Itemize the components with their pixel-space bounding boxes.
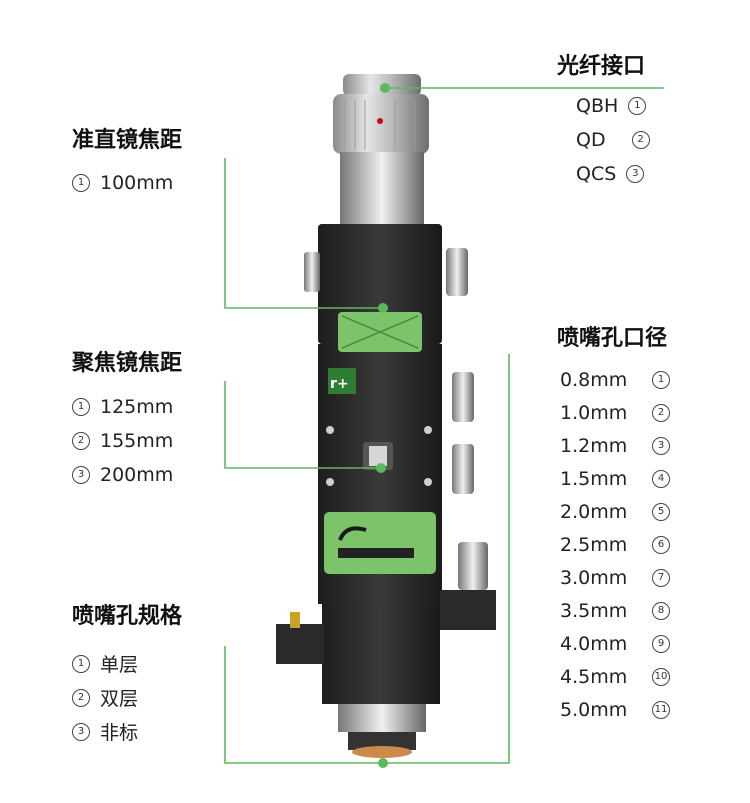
option-number: 10 [652, 668, 670, 686]
option-label: 非标 [100, 722, 139, 744]
leader-lines [224, 87, 664, 764]
nozzle-diameter-option-2: 1.0mm 2 [560, 402, 670, 424]
option-number: 1 [652, 371, 670, 389]
option-number: 3 [72, 722, 90, 741]
option-label: 155mm [100, 430, 174, 452]
option-label: 单层 [100, 654, 139, 676]
option-number: 2 [72, 688, 90, 707]
option-label: 1.0mm [560, 402, 628, 424]
fiber-interface-title: 光纤接口 [557, 54, 646, 79]
option-number: 2 [72, 432, 90, 450]
option-label: QD [576, 129, 606, 151]
nozzle-diameter-option-7: 3.0mm 7 [560, 567, 670, 589]
nozzle-diameter-option-10: 4.5mm 10 [560, 666, 670, 688]
collimator-option-1: 1 100mm [72, 172, 173, 194]
option-label: 100mm [100, 172, 174, 194]
nozzle-diameter-option-4: 1.5mm 4 [560, 468, 670, 490]
nozzle-diameter-option-11: 5.0mm 11 [560, 699, 670, 721]
svg-text:r+: r+ [330, 376, 349, 392]
option-number: 6 [652, 536, 670, 554]
nozzle-diameter-option-3: 1.2mm 3 [560, 435, 670, 457]
fiber-option-1: QBH 1 [576, 95, 647, 117]
option-number: 5 [652, 503, 670, 521]
option-number: 4 [652, 470, 670, 488]
option-number: 8 [652, 602, 670, 620]
option-label: 125mm [100, 396, 174, 418]
fiber-option-3: QCS 3 [576, 163, 645, 185]
collimator-focal-title: 准直镜焦距 [72, 128, 183, 153]
option-label: 4.0mm [560, 633, 628, 655]
option-label: 1.2mm [560, 435, 628, 457]
fiber-connector [333, 74, 429, 224]
nozzle-diameter-option-9: 4.0mm 9 [560, 633, 670, 655]
option-number: 9 [652, 635, 670, 653]
option-label: 1.5mm [560, 468, 628, 490]
option-label: QCS [576, 163, 617, 185]
option-number: 3 [626, 165, 645, 183]
option-number: 3 [72, 466, 90, 484]
nozzle-diameter-option-8: 3.5mm 8 [560, 600, 670, 622]
nozzle-spec-option-1: 1 单层 [72, 650, 138, 677]
option-label: 3.0mm [560, 567, 628, 589]
option-label: 0.8mm [560, 369, 628, 391]
option-label: 4.5mm [560, 666, 628, 688]
focus-focal-title: 聚焦镜焦距 [72, 351, 183, 376]
option-label: 2.0mm [560, 501, 628, 523]
fiber-option-2: QD 2 [576, 129, 650, 151]
option-number: 3 [652, 437, 670, 455]
option-label: 200mm [100, 464, 174, 486]
option-label: 3.5mm [560, 600, 628, 622]
option-number: 1 [72, 654, 90, 673]
nozzle-spec-option-2: 2 双层 [72, 684, 138, 711]
nozzle-diameter-option-6: 2.5mm 6 [560, 534, 670, 556]
option-number: 2 [652, 404, 670, 422]
nozzle-spec-title: 喷嘴孔规格 [72, 604, 183, 629]
option-label: 5.0mm [560, 699, 628, 721]
option-number: 11 [652, 701, 670, 719]
option-number: 1 [72, 398, 90, 416]
nozzle-diameter-option-5: 2.0mm 5 [560, 501, 670, 523]
option-number: 2 [631, 131, 650, 149]
leader-dots [376, 83, 390, 768]
option-label: QBH [576, 95, 619, 117]
focus-option-2: 2 155mm [72, 430, 173, 452]
option-label: 双层 [100, 688, 139, 710]
option-label: 2.5mm [560, 534, 628, 556]
nozzle-spec-option-3: 3 非标 [72, 718, 138, 745]
focus-option-1: 1 125mm [72, 396, 173, 418]
focus-option-3: 3 200mm [72, 464, 173, 486]
option-number: 1 [628, 97, 647, 115]
nozzle-diameter-title: 喷嘴孔口径 [557, 326, 668, 351]
head-body: r+ [276, 224, 496, 758]
option-number: 1 [72, 174, 90, 192]
nozzle-diameter-option-1: 0.8mm 1 [560, 369, 670, 391]
option-number: 7 [652, 569, 670, 587]
